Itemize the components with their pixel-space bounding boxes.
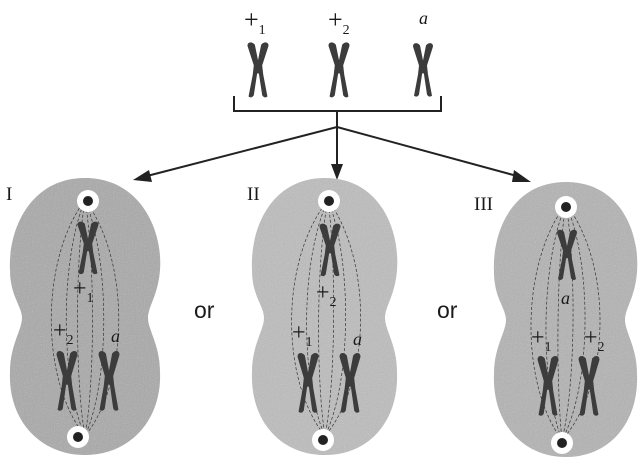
cell-II: +2 +1 a [252, 178, 397, 455]
cell-III-bottom-centriole [557, 438, 567, 448]
arrow-to-cell-I [147, 127, 337, 176]
or-separator-2: or [437, 297, 458, 323]
cell-label-II: II [247, 184, 260, 205]
grouping-bracket [234, 96, 441, 127]
arrow-to-cell-III [337, 127, 517, 176]
arrowhead-cell-II [331, 164, 343, 180]
cell-label-I: I [6, 184, 12, 205]
cell-III-body [494, 182, 637, 457]
chromosome-label-plus1: +1 [244, 5, 266, 38]
chromosome-plus2 [329, 42, 350, 97]
arrowhead-cell-III [512, 170, 531, 182]
cell-III-top-centriole [561, 202, 571, 212]
chromosome-label-a: a [419, 8, 428, 28]
or-separator-1: or [194, 297, 215, 323]
arrows [133, 127, 531, 182]
cell-I-bottom-centriole [73, 432, 83, 442]
cell-III-upper-label: a [561, 288, 570, 308]
arrowhead-cell-I [133, 170, 152, 182]
cell-II-top-centriole [324, 196, 334, 206]
cell-I-lower-label-right: a [111, 326, 120, 346]
cell-II-bottom-centriole [318, 435, 328, 445]
cell-III: a +1 +2 [494, 182, 637, 457]
cell-I-body [10, 178, 160, 455]
parent-chromosomes: +1 +2 a [244, 5, 433, 97]
cell-II-lower-label-right: a [353, 329, 362, 349]
chromosome-a [413, 43, 433, 97]
chromosome-plus1 [248, 42, 269, 97]
chromosome-label-plus2: +2 [328, 5, 350, 38]
cell-I: +1 +2 a [10, 178, 160, 455]
cell-label-III: III [474, 194, 493, 215]
cell-II-body [252, 178, 397, 455]
cell-I-top-centriole [83, 196, 93, 206]
